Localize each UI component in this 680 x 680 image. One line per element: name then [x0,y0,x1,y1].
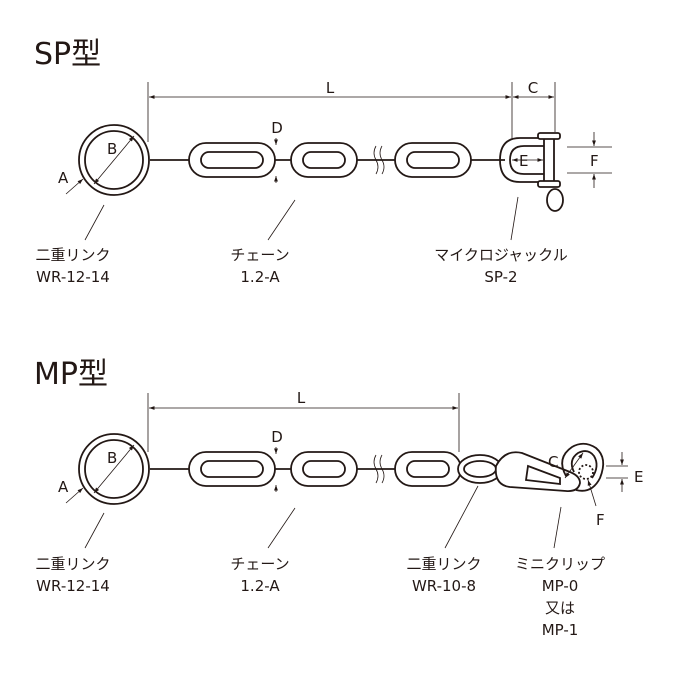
sp-dim-a: A [58,169,84,195]
dim-label-e: E [519,152,528,170]
mp-title: MP型 [34,357,108,392]
mp-dim-e: E [606,452,643,492]
sp-shackle-name: マイクロジャックル [434,246,568,264]
dim-label-b: B [107,449,117,467]
dim-label-a: A [58,478,69,496]
mp-dim-d: D [271,428,283,492]
dim-label-f: F [596,511,605,529]
dim-label-c: C [548,453,558,471]
leader-line [510,196,519,241]
sp-shackle-code: SP-2 [484,268,517,286]
chain-link [188,142,276,178]
sp-title: SP型 [34,37,101,72]
mp-dim-a: A [58,478,84,504]
dim-label-d: D [271,428,283,446]
dim-label-b: B [107,140,117,158]
sp-dim-e: E [512,152,543,170]
sp-dim-f: F [567,132,612,188]
leader-line [84,204,105,241]
break-mark [379,145,385,175]
dim-label-l: L [297,389,306,407]
mp-dim-b: B [93,444,135,494]
chain-link [290,142,358,178]
chain-link [188,451,276,487]
dim-label-d: D [271,119,283,137]
sp-dim-c: C [513,79,556,132]
mp-ring-code: WR-12-14 [36,577,110,595]
mp-ring-name: 二重リンク [35,555,110,573]
sp-chain-name: チェーン [230,246,289,264]
break-mark [373,145,379,175]
leader-line [267,199,296,241]
mp-dim-f: F [587,479,605,529]
leader-line [444,485,479,549]
dim-label-c: C [528,79,538,97]
sp-chain-code: 1.2-A [240,268,280,286]
mp-ring2-name: 二重リンク [406,555,481,573]
mp-dim-l: L [147,389,460,452]
leader-line [84,512,105,549]
leader-line [553,506,562,549]
sp-ring-name: 二重リンク [35,246,110,264]
sp-micro-shackle [499,132,564,212]
mp-clip-name: ミニクリップ [515,555,605,573]
chain-link [394,142,472,178]
mp-ring2-code: WR-10-8 [412,577,476,595]
mp-clip-or: 又は [545,599,575,617]
chain-link [394,451,462,487]
sp-chain [188,142,472,178]
mp-mini-clip [494,442,605,492]
break-mark [379,454,385,484]
mp-chain [188,451,462,487]
mp-section: MP型 [34,357,643,639]
sp-dim-d: D [271,119,283,183]
sp-dim-b: B [93,135,135,185]
dim-label-e: E [634,468,643,486]
break-mark [373,454,379,484]
sp-dim-l: L [147,79,513,142]
dim-label-l: L [326,79,335,97]
mp-clip-code2: MP-1 [542,621,579,639]
mp-clip-code1: MP-0 [542,577,579,595]
dim-label-f: F [590,152,599,170]
sp-ring-code: WR-12-14 [36,268,110,286]
sp-section: SP型 [34,37,612,286]
mp-dim-c: C [548,452,584,479]
leader-line [267,507,296,549]
mp-chain-code: 1.2-A [240,577,280,595]
mp-chain-name: チェーン [230,555,289,573]
chain-link [290,451,358,487]
dim-label-a: A [58,169,69,187]
